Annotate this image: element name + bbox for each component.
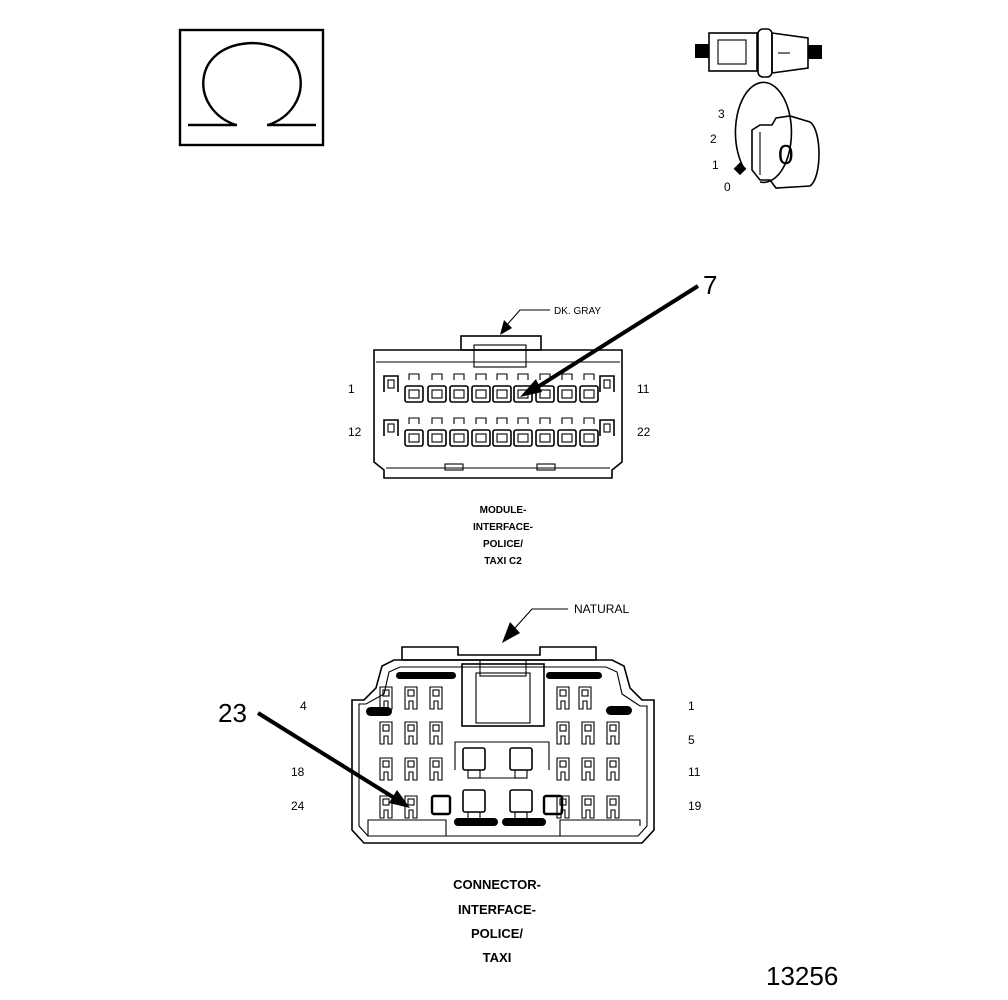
terminal-cavity bbox=[556, 686, 570, 710]
large-cavity bbox=[509, 747, 533, 779]
position-label-1: 1 bbox=[712, 158, 719, 172]
c2-name-line-2: INTERFACE- bbox=[473, 522, 533, 533]
connector-name-line-3: POLICE/ bbox=[471, 926, 523, 941]
c2-cavity bbox=[427, 417, 447, 447]
c2-name-line-1: MODULE- bbox=[480, 505, 527, 516]
terminal-cavity bbox=[581, 757, 595, 781]
terminal-cavity bbox=[379, 721, 393, 745]
c2-cavity bbox=[579, 373, 599, 403]
c2-cavity bbox=[557, 417, 577, 447]
pin-label-1: 1 bbox=[348, 382, 355, 396]
large-cavity bbox=[462, 747, 486, 779]
terminal-cavity bbox=[429, 721, 443, 745]
terminal-cavity bbox=[404, 686, 418, 710]
c2-cavity bbox=[579, 417, 599, 447]
connector-name-line-4: TAXI bbox=[483, 950, 512, 965]
pin-label-1: 1 bbox=[688, 699, 695, 713]
terminal-cavity bbox=[578, 686, 592, 710]
pin-label-24: 24 bbox=[291, 799, 305, 813]
pin-label-5: 5 bbox=[688, 733, 695, 747]
c2-cavity bbox=[449, 417, 469, 447]
terminal-cavity bbox=[606, 757, 620, 781]
terminal-cavity bbox=[404, 757, 418, 781]
terminal-cavity bbox=[581, 721, 595, 745]
terminal-cavity bbox=[556, 757, 570, 781]
c2-cavity bbox=[449, 373, 469, 403]
pin-label-22: 22 bbox=[637, 425, 651, 439]
c2-cavity bbox=[492, 373, 512, 403]
pin-label-4: 4 bbox=[300, 699, 307, 713]
c2-name-line-4: TAXI C2 bbox=[484, 556, 522, 567]
callout-7: 7 bbox=[703, 270, 717, 300]
ohm-icon bbox=[178, 28, 325, 147]
terminal-cavity bbox=[606, 795, 620, 819]
large-cavity bbox=[462, 789, 486, 821]
module-connector-c2: 7 DK. GRAY 1 11 12 22 MODULE- INTERFACE-… bbox=[348, 270, 717, 567]
color-label-natural: NATURAL bbox=[574, 602, 629, 616]
terminal-cavity bbox=[404, 721, 418, 745]
c2-cavity bbox=[383, 419, 399, 436]
terminal-cavity bbox=[404, 795, 418, 819]
pin-label-12: 12 bbox=[348, 425, 362, 439]
terminal-cavity bbox=[379, 757, 393, 781]
square-cavity bbox=[542, 794, 564, 816]
c2-cavity bbox=[471, 373, 491, 403]
terminal-cavity bbox=[429, 757, 443, 781]
ignition-key-switch-icon: 3 2 1 0 0 bbox=[710, 81, 820, 194]
c2-cavity bbox=[492, 417, 512, 447]
c2-name-line-3: POLICE/ bbox=[483, 539, 523, 550]
c2-cavity bbox=[404, 373, 424, 403]
connector-name-line-1: CONNECTOR- bbox=[453, 877, 541, 892]
c2-cavity bbox=[471, 417, 491, 447]
terminal-cavity bbox=[429, 686, 443, 710]
c2-cavity bbox=[513, 373, 533, 403]
square-cavity bbox=[430, 794, 452, 816]
pin-label-11: 11 bbox=[688, 765, 701, 779]
key-label: 0 bbox=[778, 139, 794, 170]
c2-cavity bbox=[599, 419, 615, 436]
terminal-cavity bbox=[379, 795, 393, 819]
c2-cavity bbox=[557, 373, 577, 403]
connector-name-line-2: INTERFACE- bbox=[458, 902, 536, 917]
c2-cavity bbox=[427, 373, 447, 403]
position-label-2: 2 bbox=[710, 132, 717, 146]
callout-23: 23 bbox=[218, 698, 247, 728]
terminal-cavity bbox=[606, 721, 620, 745]
pin-label-11: 11 bbox=[637, 382, 650, 396]
position-label-0: 0 bbox=[724, 180, 731, 194]
interface-connector: NATURAL 23 4 18 24 1 5 11 bbox=[218, 602, 702, 965]
c2-cavity bbox=[599, 375, 615, 392]
terminal-cavity bbox=[556, 721, 570, 745]
terminal-cavity bbox=[379, 686, 393, 710]
large-cavity bbox=[509, 789, 533, 821]
figure-number: 13256 bbox=[766, 961, 838, 991]
c2-cavity bbox=[535, 417, 555, 447]
c2-cavity bbox=[513, 417, 533, 447]
pin-label-19: 19 bbox=[688, 799, 702, 813]
c2-cavity bbox=[535, 373, 555, 403]
position-label-3: 3 bbox=[718, 107, 725, 121]
connector-side-icon bbox=[695, 28, 822, 78]
c2-cavity bbox=[404, 417, 424, 447]
terminal-cavity bbox=[581, 795, 595, 819]
c2-cavity bbox=[383, 375, 399, 392]
color-label-dk-gray: DK. GRAY bbox=[554, 306, 601, 317]
pin-label-18: 18 bbox=[291, 765, 305, 779]
